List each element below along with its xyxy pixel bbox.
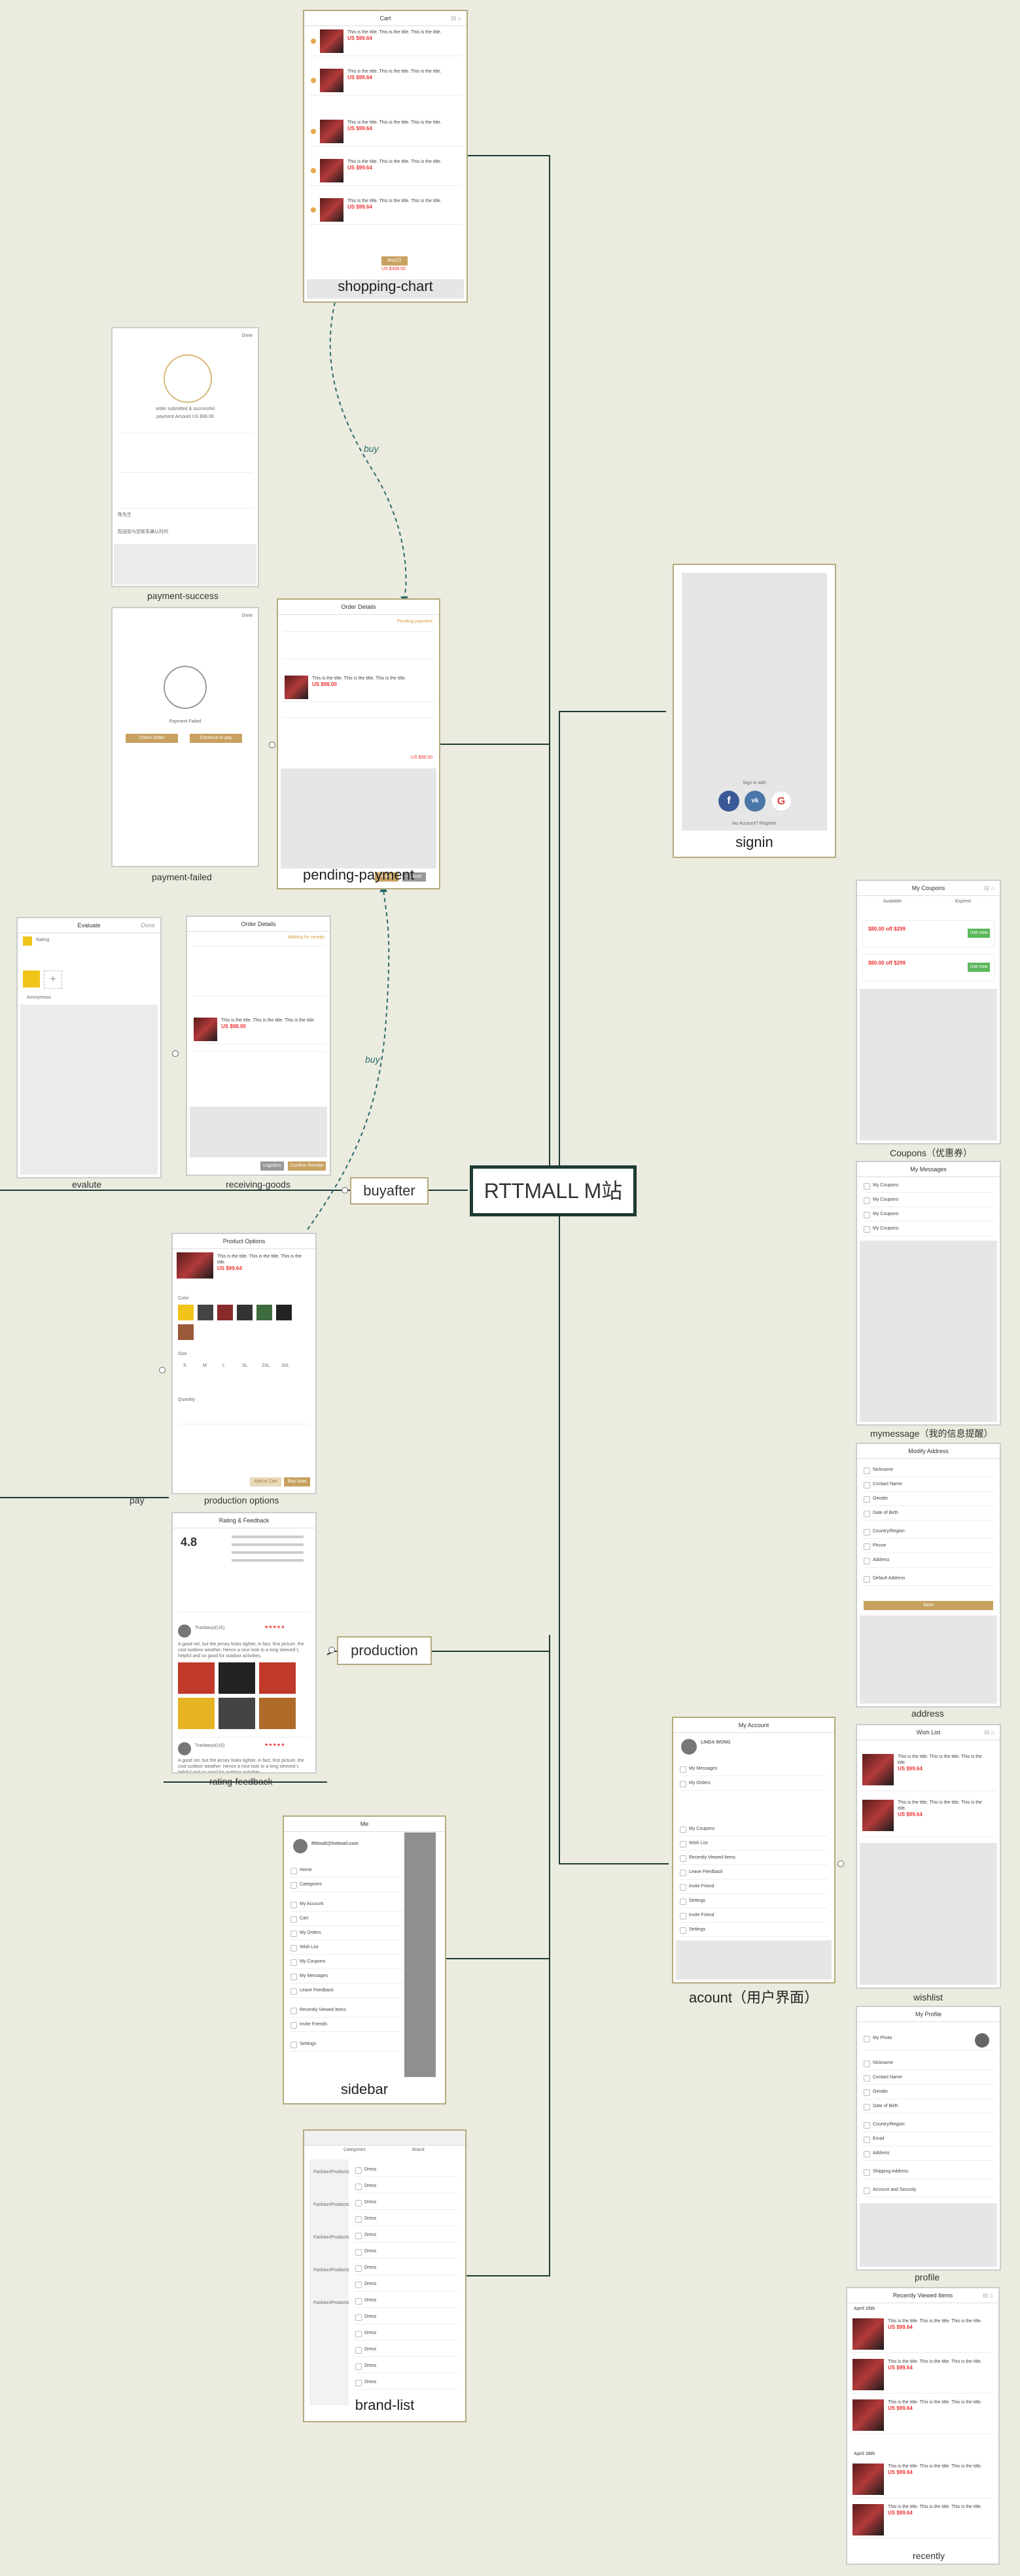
brand-list-label: brand-list [355, 2397, 415, 2413]
mymessage-label: mymessage（我的信息提醒） [870, 1428, 993, 1439]
profile-frame: My Profile My Photo Nickname Contact Nam… [856, 2006, 1001, 2271]
product-options-frame: Product Options This is the title. This … [171, 1233, 317, 1494]
photo-thumb [23, 970, 40, 987]
connector-node [159, 1367, 166, 1373]
mymessage-frame: My Messages My Coupons My Coupons My Cou… [856, 1161, 1001, 1426]
add-photo-button[interactable]: + [44, 970, 62, 989]
main-title-box: RTTMALL M站 [470, 1165, 637, 1216]
pay-label: pay [130, 1495, 145, 1505]
vk-icon[interactable]: vk [745, 791, 765, 812]
coupons-label: Coupons（优惠券） [890, 1148, 973, 1158]
facebook-icon[interactable]: f [718, 791, 739, 812]
recently-label: recently [913, 2550, 945, 2561]
product-thumb [23, 936, 32, 946]
save-address-button[interactable]: Save [864, 1601, 993, 1610]
sidebar-avatar [293, 1839, 308, 1853]
failed-face-icon [164, 666, 207, 709]
rating-score: 4.8 [181, 1536, 198, 1549]
address-label: address [911, 1708, 944, 1719]
color-swatch-extra[interactable] [178, 1324, 194, 1340]
rating-header: Rating & Feedback [173, 1513, 315, 1528]
logistics-button[interactable]: Logistics [260, 1161, 284, 1171]
category-column [309, 2159, 349, 2405]
add-to-cart-button[interactable]: Add to Cart [250, 1477, 281, 1486]
avatar [681, 1739, 697, 1755]
receiving-header: Order Details [187, 917, 330, 932]
connector-node [837, 1861, 844, 1867]
production-node: production [337, 1636, 432, 1665]
buyafter-node: buyafter [350, 1177, 429, 1205]
cart-buy-button[interactable]: Buy(2) [381, 256, 408, 266]
production-options-label: production options [204, 1495, 279, 1505]
use-coupon-button[interactable]: Use now [968, 963, 990, 972]
brand-header [304, 2131, 465, 2146]
signin-frame: Sign in with f vk G No Account? Register [673, 564, 836, 858]
connector-node [328, 1647, 335, 1653]
color-swatches[interactable] [178, 1305, 292, 1320]
coupons-frame: My Coupons⊟ ⌂ Available Expired $80.00 o… [856, 880, 1001, 1144]
wishlist-frame: Wish List⊟ ⌂ This is the title. This is … [856, 1724, 1001, 1989]
address-header: Modify Address [857, 1444, 1000, 1459]
connector-node [342, 1187, 348, 1194]
address-frame: Modify Address Nickname Contact Name Gen… [856, 1443, 1001, 1708]
account-frame: My Account LINDA WONG My Messages My Ord… [672, 1717, 835, 1984]
buy-label-top: buy [364, 443, 379, 454]
rating-feedback-label: rating-feedback [209, 1776, 273, 1787]
wishlist-label: wishlist [913, 1992, 943, 2002]
google-icon[interactable]: G [771, 791, 792, 812]
receiving-goods-label: receiving-goods [226, 1179, 290, 1190]
confirm-receipt-button[interactable]: Confirm Receipt [288, 1161, 326, 1171]
evalute-label: evalute [72, 1179, 102, 1190]
buy-now-button[interactable]: Buy Now [284, 1477, 310, 1486]
pending-payment-frame: Order Details Pending payment This is th… [277, 598, 440, 889]
wishlist-header: Wish List⊟ ⌂ [857, 1725, 1000, 1740]
main-title: RTTMALL M站 [484, 1179, 623, 1203]
connector-node [269, 742, 275, 748]
reviewer-avatar [178, 1624, 191, 1638]
connector-node [172, 1050, 179, 1057]
sidebar-frame: Me Rttmall@hotmail.com Home Categories M… [283, 1815, 446, 2104]
receiving-goods-frame: Order Details Waiting for receipt This i… [186, 916, 331, 1176]
brand-list-frame: Categories Brand Fashion/Products Fashio… [303, 2129, 466, 2422]
payment-success-label: payment-success [147, 591, 219, 601]
messages-header: My Messages [857, 1162, 1000, 1177]
success-face-icon [164, 354, 212, 403]
return-button[interactable]: Return [375, 872, 398, 882]
reviewer-avatar [178, 1742, 191, 1755]
coupons-header: My Coupons⊟ ⌂ [857, 881, 1000, 896]
check-order-button[interactable]: Check Order [126, 734, 178, 743]
payment-failed-frame: Done Payment Failed Check Order Continue… [111, 607, 259, 867]
profile-avatar [975, 2033, 989, 2048]
recently-frame: Recently Viewed Items⊟ ⌂ April 15th This… [846, 2287, 1000, 2565]
shopping-chart-frame: Cart⊟ ⌂ This is the title. This is the t… [303, 10, 468, 303]
acount-label: acount（用户界面） [688, 1989, 819, 2006]
profile-label: profile [915, 2272, 940, 2282]
pending-header: Order Details [278, 600, 439, 615]
review-photos[interactable] [178, 1662, 296, 1694]
pending-payment-label: pending-payment [302, 867, 414, 883]
product-options-header: Product Options [173, 1234, 315, 1249]
rating-feedback-frame: Rating & Feedback 4.8 Tranbaoyi(US) ★★★★… [171, 1512, 317, 1774]
sidebar-label: sidebar [340, 2081, 389, 2097]
sidebar-header: Me [284, 1817, 445, 1832]
account-header: My Account [673, 1718, 834, 1733]
continue-pay-button[interactable]: Continue to pay [190, 734, 242, 743]
cart-header: Cart⊟ ⌂ [304, 11, 466, 26]
payment-success-frame: Done order submitted & successful paymen… [111, 327, 259, 587]
recently-header: Recently Viewed Items⊟ ⌂ [847, 2288, 998, 2303]
use-coupon-button[interactable]: Use now [968, 929, 990, 938]
cancel-button[interactable]: Cancel [402, 872, 426, 882]
shopping-chart-label: shopping-chart [338, 278, 433, 294]
payment-failed-label: payment-failed [152, 872, 212, 882]
signin-label: signin [735, 834, 773, 850]
profile-header: My Profile [857, 2007, 1000, 2022]
buy-label-bottom: buy [365, 1054, 380, 1065]
